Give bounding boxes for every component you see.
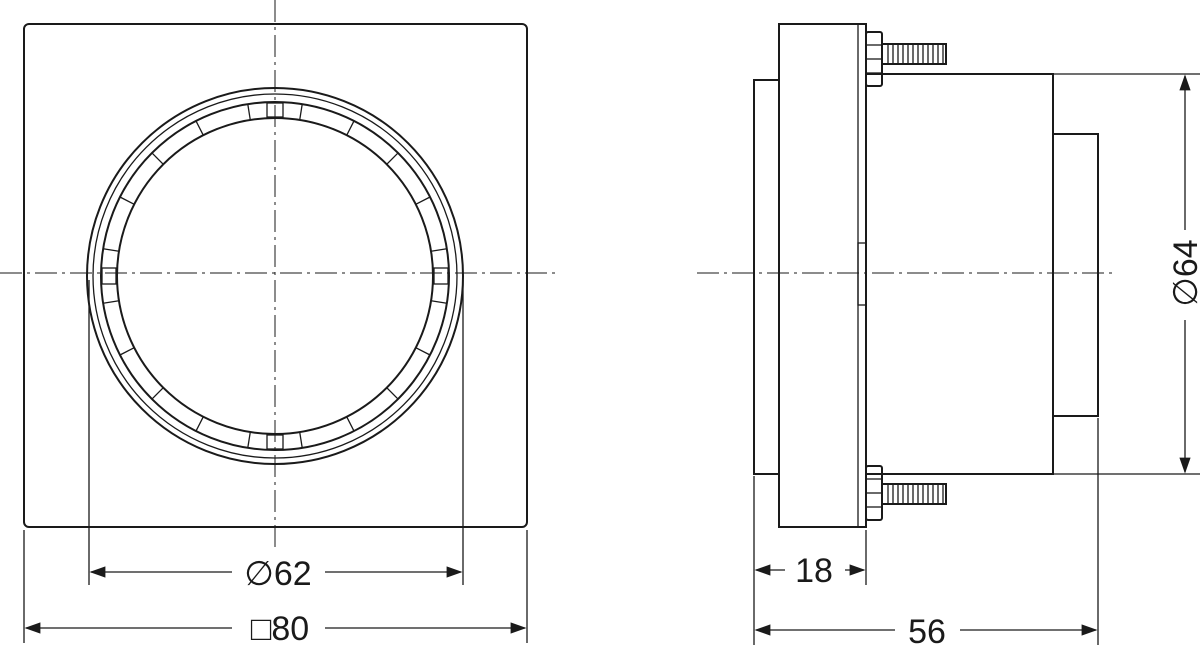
ring-notch [119,196,135,205]
front-dimensions: ∅62 □80 [23,280,528,647]
center-tab [857,242,867,306]
top-terminal-screw [881,43,947,65]
square-faceplate [23,23,528,528]
bezel-plate [753,79,780,475]
outer-ring-inner-edge [92,93,458,459]
ring-notch [103,300,120,304]
ring-notch [247,431,251,448]
ring-cardinal-notch [433,267,449,285]
bottom-screw-threads [887,484,944,504]
flange-body [778,23,867,528]
outer-ring [86,87,464,465]
front-view [0,0,555,550]
notched-ring-inner [116,117,434,435]
ring-notch [151,152,164,165]
ring-notch [415,347,431,356]
ring-notch [430,300,447,304]
notched-ring-outer [100,101,450,451]
bottom-terminal-screw [881,483,947,505]
ring-notch [386,152,399,165]
sq80-label: □80 [251,610,309,647]
rear-cap [1053,133,1099,417]
ring-notch [299,431,303,448]
ring-cardinal-notch [266,434,284,450]
main-housing [866,73,1054,475]
ring-notch [247,104,251,121]
ring-notch [346,120,355,136]
side-view [697,23,1115,528]
bottom-terminal [865,465,947,521]
ring-notch [299,104,303,121]
dia62-label: ∅62 [244,555,311,593]
dim56-label: 56 [908,613,946,647]
ring-cardinal-notch [101,267,117,285]
ring-cardinal-notches [101,102,449,450]
ring-notch [386,387,399,400]
side-dimensions: ∅64 18 56 [753,73,1200,647]
dia64-label: ∅64 [1167,239,1200,306]
ring-notch [119,347,135,356]
ring-cardinal-notch [266,102,284,118]
ring-notch [151,387,164,400]
ring-notch [430,248,447,252]
ring-notch [346,416,355,432]
ring-notch [195,120,204,136]
ring-notch [415,196,431,205]
top-screw-threads [887,44,944,64]
dim18-label: 18 [795,552,833,590]
ring-notch [103,248,120,252]
ring-notches [103,104,447,448]
top-terminal [865,31,947,87]
ring-notch [195,416,204,432]
